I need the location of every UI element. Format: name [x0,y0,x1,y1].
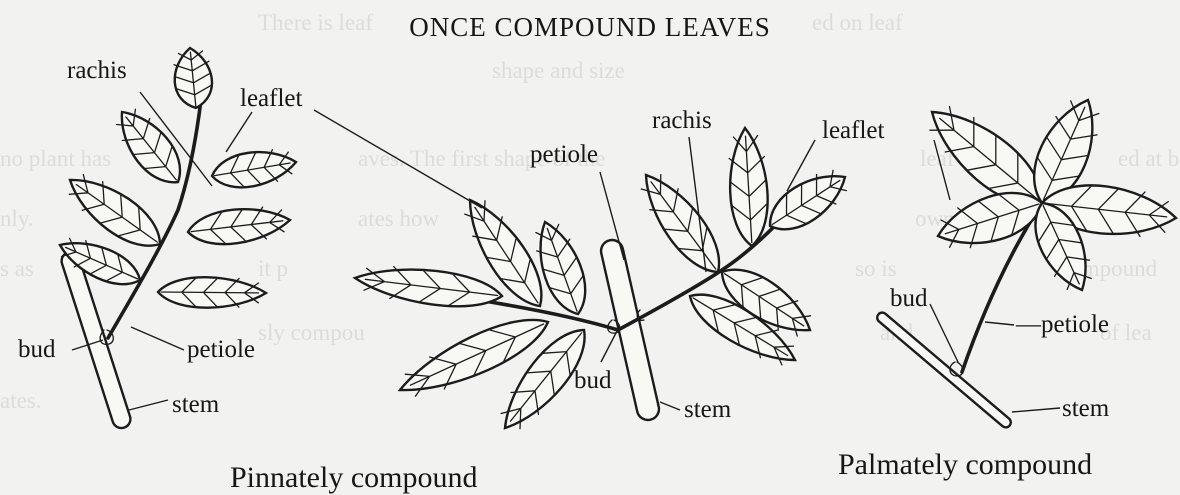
caption-pinnately-compound: Pinnately compound [230,461,477,494]
leaflet [938,193,1042,248]
leaflet [158,277,266,307]
leaflet [729,128,767,246]
leaflet [174,48,212,108]
bleed-line: sly compou [258,320,365,345]
label-petiole-left: petiole [187,336,255,363]
bleed-line: There is leaf [258,10,373,35]
bleed-line: shape and size [492,58,625,83]
bleed-line: it p [258,256,288,281]
bleed-line: s as [0,256,34,281]
leaflet [641,175,719,272]
caption-palmately-compound: Palmately compound [838,448,1092,481]
bleed-line: ates how [358,206,440,231]
leaflet [188,207,290,244]
bleed-line: ed at b [1118,146,1179,171]
label-petiole-right: —petiole [1015,311,1109,338]
bleed-line: nly. [0,206,34,231]
bleed-line: so is [855,256,897,281]
label-leaflet-left: leaflet [240,85,303,112]
label-rachis-middle: rachis [652,107,712,134]
label-petiole-middle: petiole [530,141,598,168]
label-leaflet-middle: leaflet [822,117,885,144]
label-bud-right: bud [890,285,928,312]
label-stem-middle: stem [684,396,732,423]
label-bud-left: bud [18,336,56,363]
bleed-line: ates. [0,388,42,413]
label-stem-right: stem [1062,395,1110,422]
leaflet [355,267,502,307]
leaflet [117,109,180,182]
leaflet [69,175,160,246]
leaflet [536,222,585,314]
label-bud-middle: bud [574,367,612,394]
leaflet [770,170,846,229]
leaflet [212,150,296,188]
label-rachis-left: rachis [67,57,127,84]
stem-right [875,311,1013,430]
diagram-title: ONCE COMPOUND LEAVES [409,12,771,42]
label-stem-left: stem [172,391,220,418]
bleed-line: no plant has [0,146,111,171]
bleed-line: ed on leaf [812,10,903,35]
